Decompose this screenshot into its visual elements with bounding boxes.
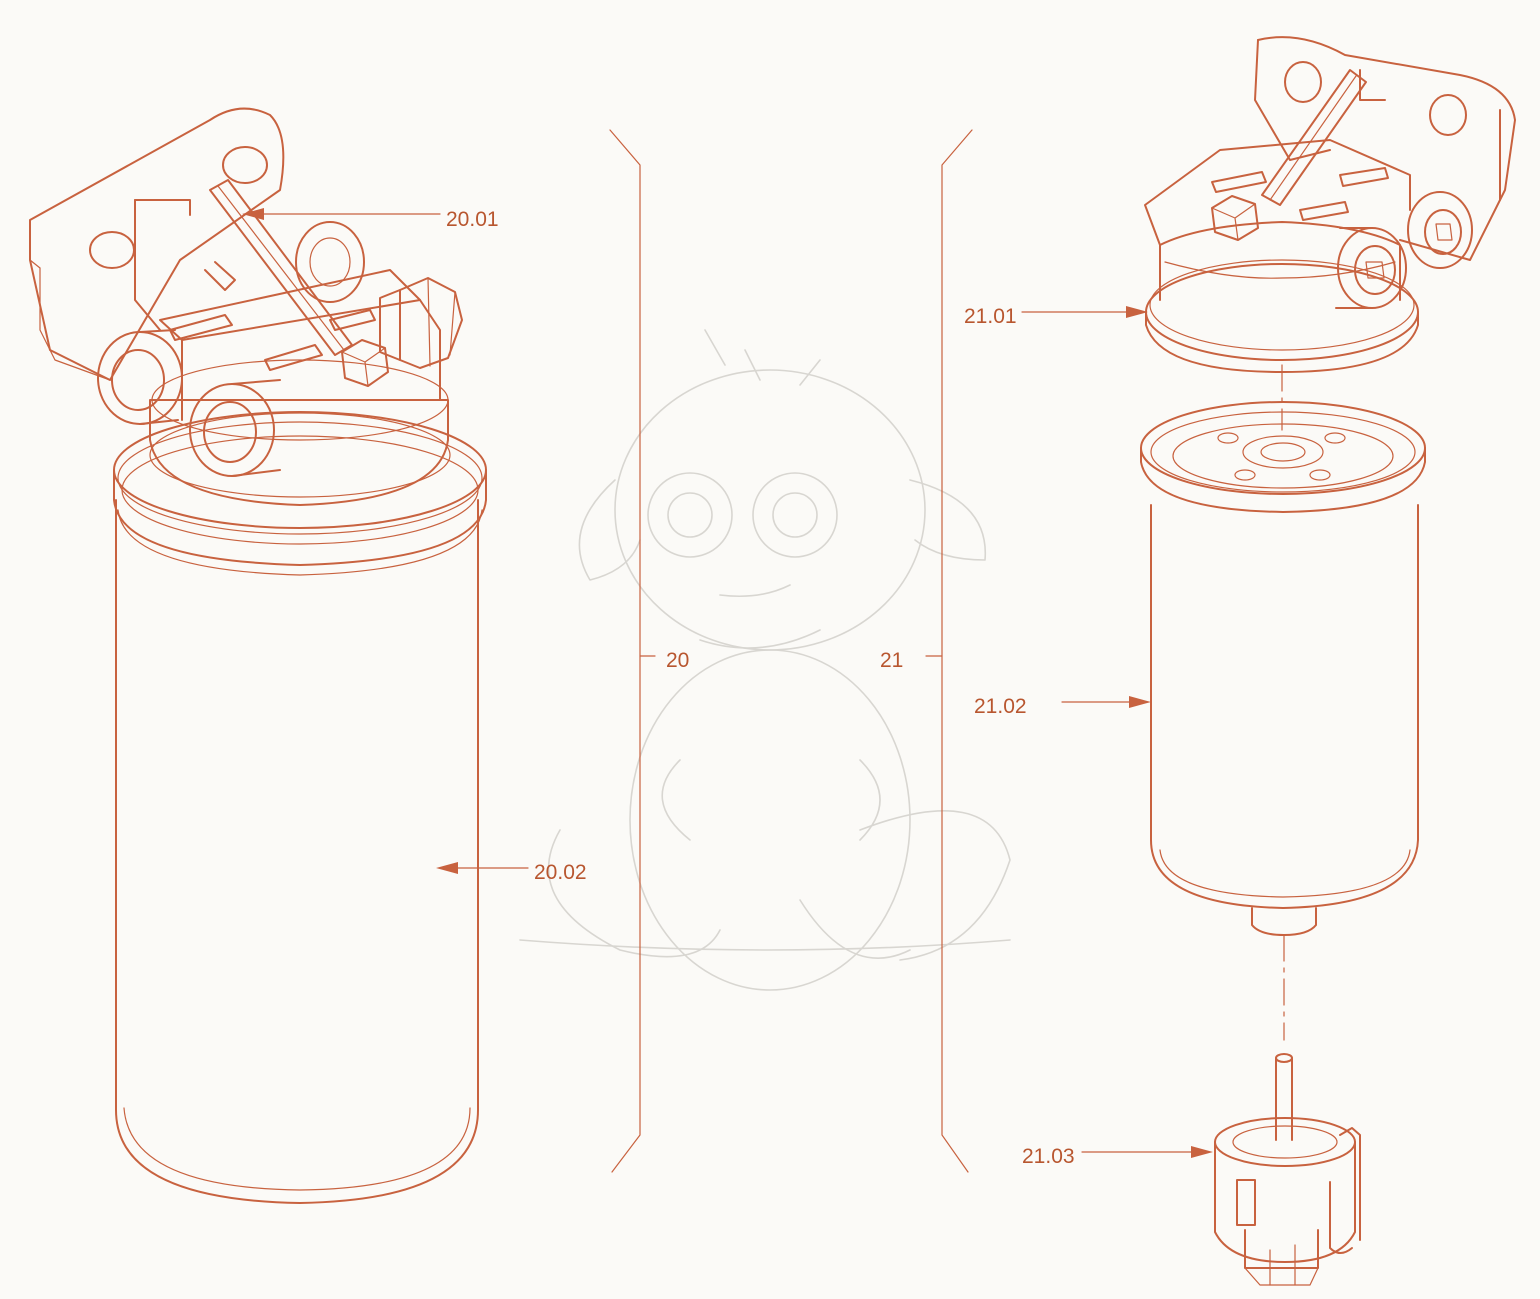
group-bracket-21: 21 [880, 129, 973, 1173]
assembly-21: 21.01 21.02 21.03 [964, 36, 1516, 1286]
callout-21: 21 [880, 649, 903, 672]
callout-21-01: 21.01 [964, 305, 1017, 328]
group-bracket-20: 20 [609, 129, 689, 1173]
filter-head-20-01 [29, 107, 463, 506]
dragon-watermark [519, 329, 1011, 991]
callout-21-03: 21.03 [1022, 1145, 1075, 1168]
water-sensor-21-03 [1214, 1053, 1361, 1286]
filter-canister-20-02 [113, 411, 487, 1204]
assembly-20: 20.01 20.02 [29, 107, 587, 1204]
callout-20-01: 20.01 [446, 208, 499, 231]
filter-head-21-01 [1144, 36, 1516, 373]
callout-20: 20 [666, 649, 689, 672]
filter-canister-21-02 [1140, 401, 1426, 936]
callout-21-02: 21.02 [974, 695, 1027, 718]
callout-20-02: 20.02 [534, 861, 587, 884]
